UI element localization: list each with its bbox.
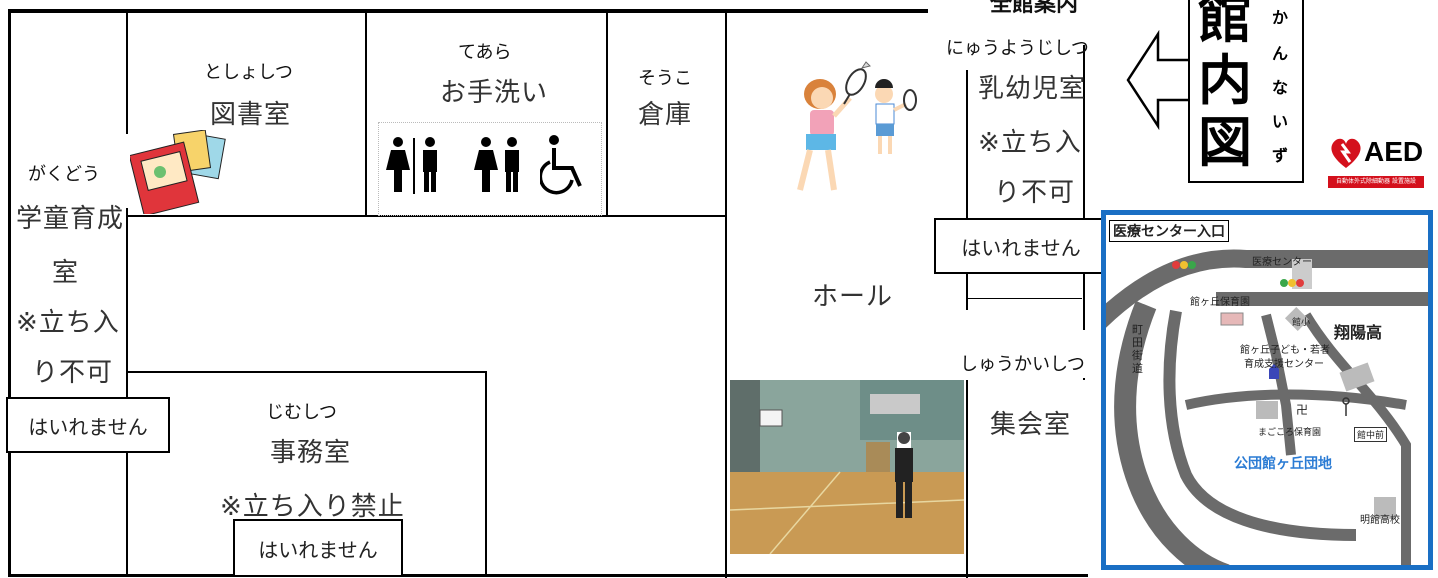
office-ruby: じむしつ [266, 402, 337, 423]
inset-map-title: 医療センター入口 [1109, 220, 1229, 242]
wall-meeting-left [966, 380, 968, 578]
map-label-danchi: 公団館ヶ丘団地 [1234, 456, 1332, 472]
afterschool-ruby: がくどう [28, 164, 100, 185]
no-entry-afterschool: はいれません [6, 397, 170, 453]
library-name: 図書室 [210, 100, 292, 130]
title-kanji-3: 図 [1198, 111, 1252, 174]
nursery-line-3: り不可 [994, 178, 1076, 208]
afterschool-line-4: り不可 [32, 358, 114, 388]
wall-afterschool-right-lower [126, 208, 128, 371]
library-ruby: としょしつ [204, 62, 293, 83]
no-entry-nursery: はいれません [934, 218, 1108, 274]
restroom-woman-man-icon-2 [474, 137, 519, 192]
restroom-woman-man-icon [386, 137, 437, 194]
office-name: 事務室 [270, 438, 352, 468]
afterschool-line-3: ※立ち入 [16, 308, 120, 338]
map-label-temple: 卍 [1296, 403, 1309, 417]
no-entry-office: はいれません [233, 519, 403, 577]
restroom-ruby: てあら [458, 42, 512, 63]
wheelchair-icon [540, 135, 582, 195]
wall-hall-left [725, 12, 727, 578]
storage-ruby: そうこ [638, 68, 692, 89]
wall-nursery-lower-left [966, 270, 968, 310]
meeting-name: 集会室 [990, 410, 1072, 440]
wall-afterschool-right [126, 12, 128, 134]
gym-photo [730, 380, 964, 554]
restroom-sign-frame [378, 122, 602, 216]
arrow-left-icon [1126, 30, 1192, 130]
aed-label: AED [1364, 136, 1424, 167]
aed-sub: 自動体外式除細動器 設置施設 [1328, 176, 1424, 188]
wall-meeting-divider [966, 298, 1082, 299]
nursery-line-2: ※立ち入 [978, 128, 1082, 158]
wall-library-right [365, 12, 367, 216]
wall-office-left [126, 371, 128, 577]
header-partial: 全館案内 [990, 0, 1079, 17]
wall-nursery-left [966, 70, 968, 220]
afterschool-line-1: 学童育成 [16, 204, 125, 234]
wall-top-rooms-bottom [126, 215, 726, 217]
map-label-youth-center-2: 育成支援センター [1244, 359, 1324, 370]
meeting-ruby-bg [950, 330, 1104, 378]
badminton-illustration [797, 61, 917, 191]
title-kanji-2: 内 [1198, 49, 1252, 112]
aed-heart-icon [1331, 138, 1361, 168]
map-label-youth-center-1: 館ヶ丘子ども・若者 [1240, 345, 1330, 356]
nursery-ruby: にゅうようじしつ [946, 38, 1089, 59]
title-block: 館 内 図 か ん な い ず [1188, 0, 1304, 183]
title-ruby-2: ん [1272, 44, 1289, 63]
map-label-meiseikan: 明館高校 [1360, 515, 1400, 526]
office-note: ※立ち入り禁止 [220, 492, 405, 522]
map-label-road: 町田街道 [1132, 323, 1143, 375]
map-label-kindergarten: まごころ保育園 [1258, 428, 1322, 438]
map-label-station: 館中前 [1354, 427, 1388, 442]
title-ruby-3: な [1272, 78, 1289, 97]
left-wall [8, 9, 11, 575]
storage-name: 倉庫 [638, 100, 693, 130]
afterschool-line-2: 室 [52, 258, 80, 288]
top-wall [8, 9, 928, 13]
map-label-high-school: 翔陽高 [1334, 323, 1383, 342]
bottom-wall [8, 574, 1088, 577]
nursery-line-1: 乳幼児室 [978, 74, 1087, 104]
title-ruby-4: い [1272, 112, 1289, 131]
hall-name: ホール [812, 282, 894, 312]
picture-books-icon [130, 130, 226, 214]
map-label-medical: 医療センター [1252, 257, 1312, 268]
title-ruby-1: か [1272, 8, 1289, 27]
inset-map: 医療センター入口 医療センター 館ヶ丘保育園 館小 翔陽高 館ヶ丘子ども・若者 … [1101, 210, 1433, 570]
wall-office-top [126, 371, 486, 373]
wall-nursery-right [1083, 45, 1085, 220]
map-label-nursery-school: 館ヶ丘保育園 [1190, 297, 1250, 308]
aed-logo: AED 自動体外式除細動器 設置施設 [1326, 130, 1426, 192]
meeting-ruby: しゅうかいしつ [960, 354, 1085, 375]
map-label-school-small: 館小 [1292, 318, 1311, 328]
wall-office-right [485, 371, 487, 577]
wall-nursery-lower-right [1083, 270, 1085, 380]
wall-restroom-right [606, 12, 608, 216]
restroom-name: お手洗い [440, 78, 549, 108]
title-kanji-1: 館 [1198, 0, 1252, 50]
title-ruby-5: ず [1272, 146, 1289, 165]
